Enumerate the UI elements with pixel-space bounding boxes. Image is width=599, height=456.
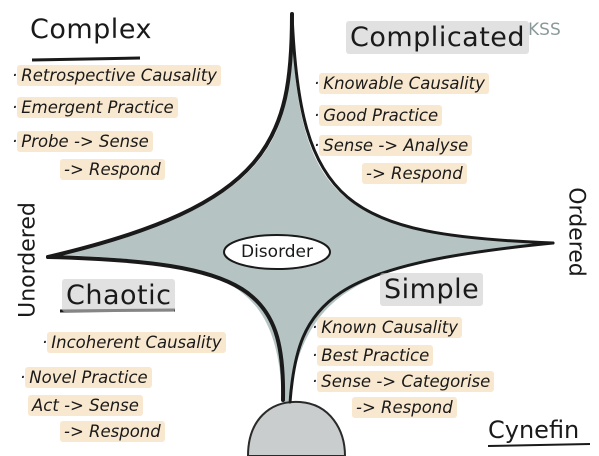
simple-item-4: -> Respond (352, 397, 457, 418)
cynefin-label: Cynefin (488, 416, 580, 444)
simple-item-1: ·Known Causality (312, 317, 463, 338)
chaotic-item-2: ·Novel Practice (20, 367, 152, 388)
boundary-top-left (46, 12, 294, 259)
complicated-title: Complicated (346, 21, 530, 54)
cynefin-underline (487, 443, 591, 447)
ordered-label: Ordered (563, 187, 589, 277)
chaotic-title: Chaotic (62, 279, 176, 312)
disorder-oval (223, 234, 331, 270)
kss-tag: KSS (528, 20, 561, 40)
boundary-bottom-left (46, 255, 286, 402)
boundary-top-right (290, 12, 555, 245)
chaotic-item-1: ·Incoherent Causality (42, 332, 226, 353)
complex-underline (31, 56, 141, 62)
boundary-bottom-right (288, 241, 555, 404)
simple-item-2: ·Best Practice (312, 345, 434, 366)
disorder-region (60, 30, 553, 440)
bottom-blob (246, 400, 347, 456)
complicated-item-4: -> Respond (362, 163, 467, 184)
disorder-label: Disorder (240, 242, 314, 262)
unordered-label: Unordered (15, 202, 41, 318)
complex-item-4: -> Respond (60, 159, 165, 180)
simple-title: Simple (380, 273, 484, 306)
chaotic-item-3: Act -> Sense (28, 395, 143, 416)
complex-item-3: ·Probe -> Sense (12, 131, 153, 152)
complex-item-1: ·Retrospective Causality (12, 65, 221, 86)
complex-title: Complex (30, 14, 152, 45)
complicated-item-3: ·Sense -> Analyse (314, 135, 473, 156)
simple-item-3: ·Sense -> Categorise (312, 371, 495, 392)
chaotic-item-4: -> Respond (60, 421, 165, 442)
complicated-item-2: ·Good Practice (314, 105, 443, 126)
complicated-item-1: ·Knowable Causality (314, 73, 489, 94)
complex-item-2: ·Emergent Practice (12, 97, 178, 118)
